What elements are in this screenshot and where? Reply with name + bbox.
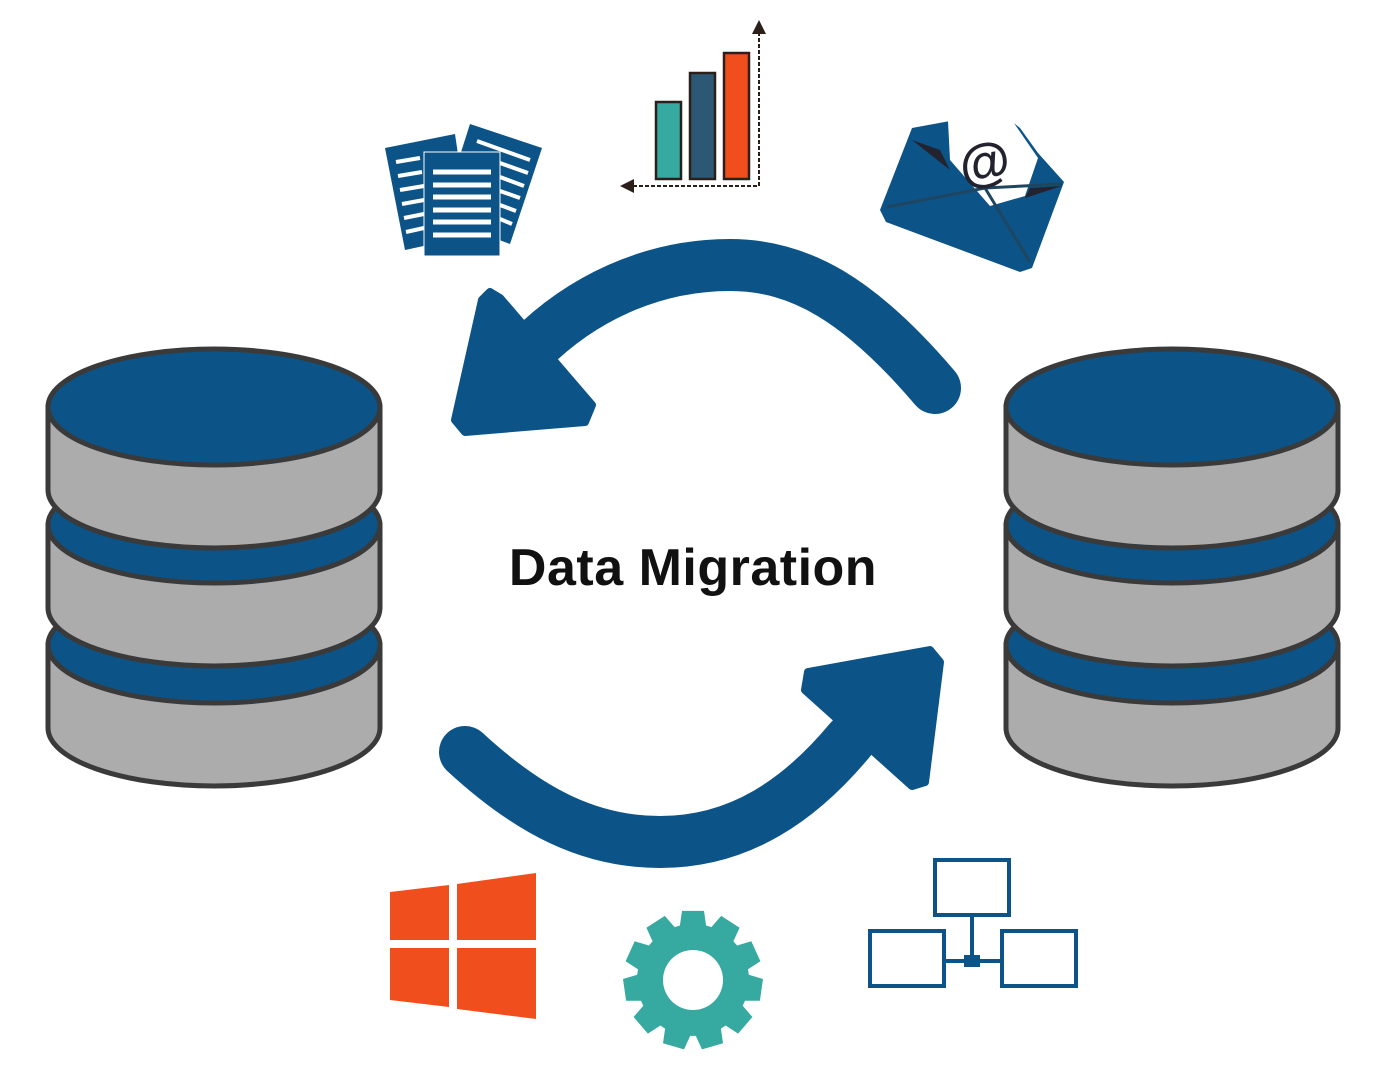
bar-chart-icon bbox=[620, 20, 766, 193]
target-database-icon bbox=[1003, 346, 1341, 789]
database-layer-top bbox=[45, 346, 383, 468]
svg-text:@: @ bbox=[955, 130, 1015, 196]
source-database-icon bbox=[45, 346, 383, 789]
windows-logo-icon bbox=[390, 873, 536, 1019]
database-layer-top bbox=[1003, 346, 1341, 468]
gear-hole bbox=[663, 950, 723, 1010]
network-icon bbox=[868, 858, 1078, 988]
gear-icon bbox=[623, 910, 763, 1050]
email-icon: @ bbox=[880, 110, 1064, 272]
arrow-to-target-icon bbox=[439, 646, 944, 869]
documents-icon bbox=[385, 124, 542, 257]
arrow-to-source-icon bbox=[451, 238, 961, 436]
diagram-title: Data Migration bbox=[508, 539, 878, 597]
